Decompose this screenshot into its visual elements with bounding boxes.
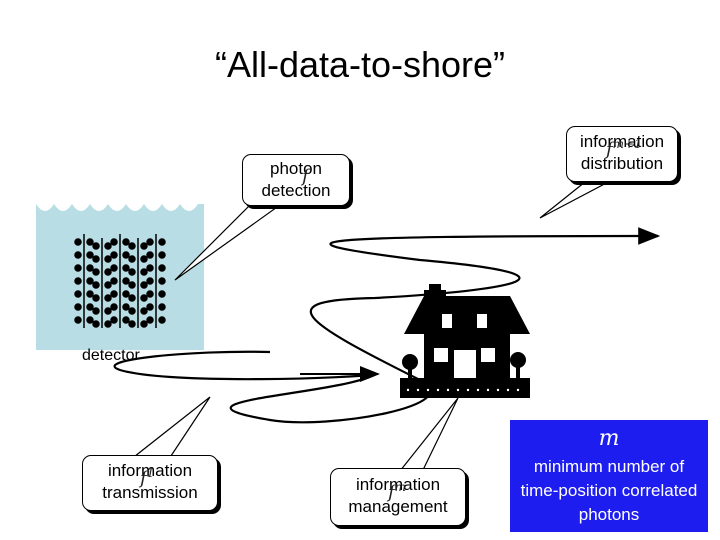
tail-information-management — [398, 397, 459, 473]
callout-line1: information — [355, 475, 441, 494]
tail-information-distribution — [539, 177, 615, 219]
callout-line1: photon — [270, 159, 322, 178]
symbol-photon-detection: f — [302, 166, 309, 187]
callout-line1: information — [107, 461, 193, 480]
shore-house-icon — [400, 284, 530, 398]
callout-information-distribution: information distribution — [566, 126, 678, 182]
house-ground-dots — [406, 388, 520, 392]
detector-label: detector — [82, 347, 140, 364]
symbol-information-distribution: fm+1 — [606, 137, 642, 160]
callout-photon-detection: photon detection — [242, 154, 350, 206]
callout-line2: detection — [261, 181, 331, 200]
photomultiplier-strings — [74, 234, 166, 328]
symbol-information-management: fm — [388, 480, 407, 503]
callout-information-management: information management — [330, 468, 466, 526]
callout-line2: transmission — [102, 483, 198, 502]
legend-symbol: m — [598, 426, 620, 451]
callout-line1: information — [579, 132, 665, 151]
symbol-information-transmission: f1 — [140, 466, 155, 489]
callout-information-transmission: information transmission — [82, 455, 218, 511]
callout-line2: management — [348, 497, 448, 516]
slide-title: “All-data-to-shore” — [214, 44, 506, 85]
legend-box: m minimum number of time-position correl… — [510, 420, 708, 532]
callout-line2: distribution — [580, 154, 664, 173]
legend-description: minimum number of time-position correlat… — [520, 457, 698, 524]
